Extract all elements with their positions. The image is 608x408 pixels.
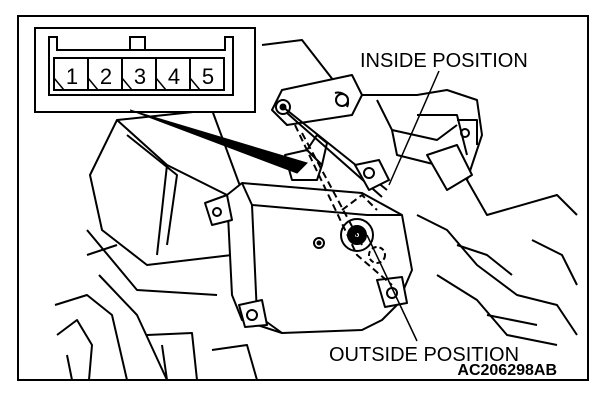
connector-latch — [129, 36, 146, 51]
heater-housing-drawing — [54, 39, 578, 381]
actuator-motor — [204, 134, 413, 334]
pin-number-5: 5 — [202, 64, 214, 89]
damper-linkage — [271, 74, 393, 286]
pin-number-4: 4 — [168, 64, 180, 89]
pin-number-3: 3 — [134, 64, 146, 89]
figure-code: AC206298AB — [457, 362, 557, 379]
pin-number-1: 1 — [66, 64, 78, 89]
connector-inset: 1 2 3 4 5 — [34, 27, 256, 113]
outside-position-label: OUTSIDE POSITION — [329, 344, 519, 366]
outside-position-leader — [366, 234, 418, 342]
connector-pointer — [129, 109, 308, 174]
inside-position-label: INSIDE POSITION — [360, 50, 528, 72]
inside-position-leader — [388, 70, 440, 186]
diagram-frame: 1 2 3 4 5 INSIDE POSITION OUTSIDE POSITI… — [17, 15, 589, 381]
diagram-svg: 1 2 3 4 5 INSIDE POSITION OUTSIDE POSITI… — [17, 15, 589, 381]
pin-number-2: 2 — [100, 64, 112, 89]
